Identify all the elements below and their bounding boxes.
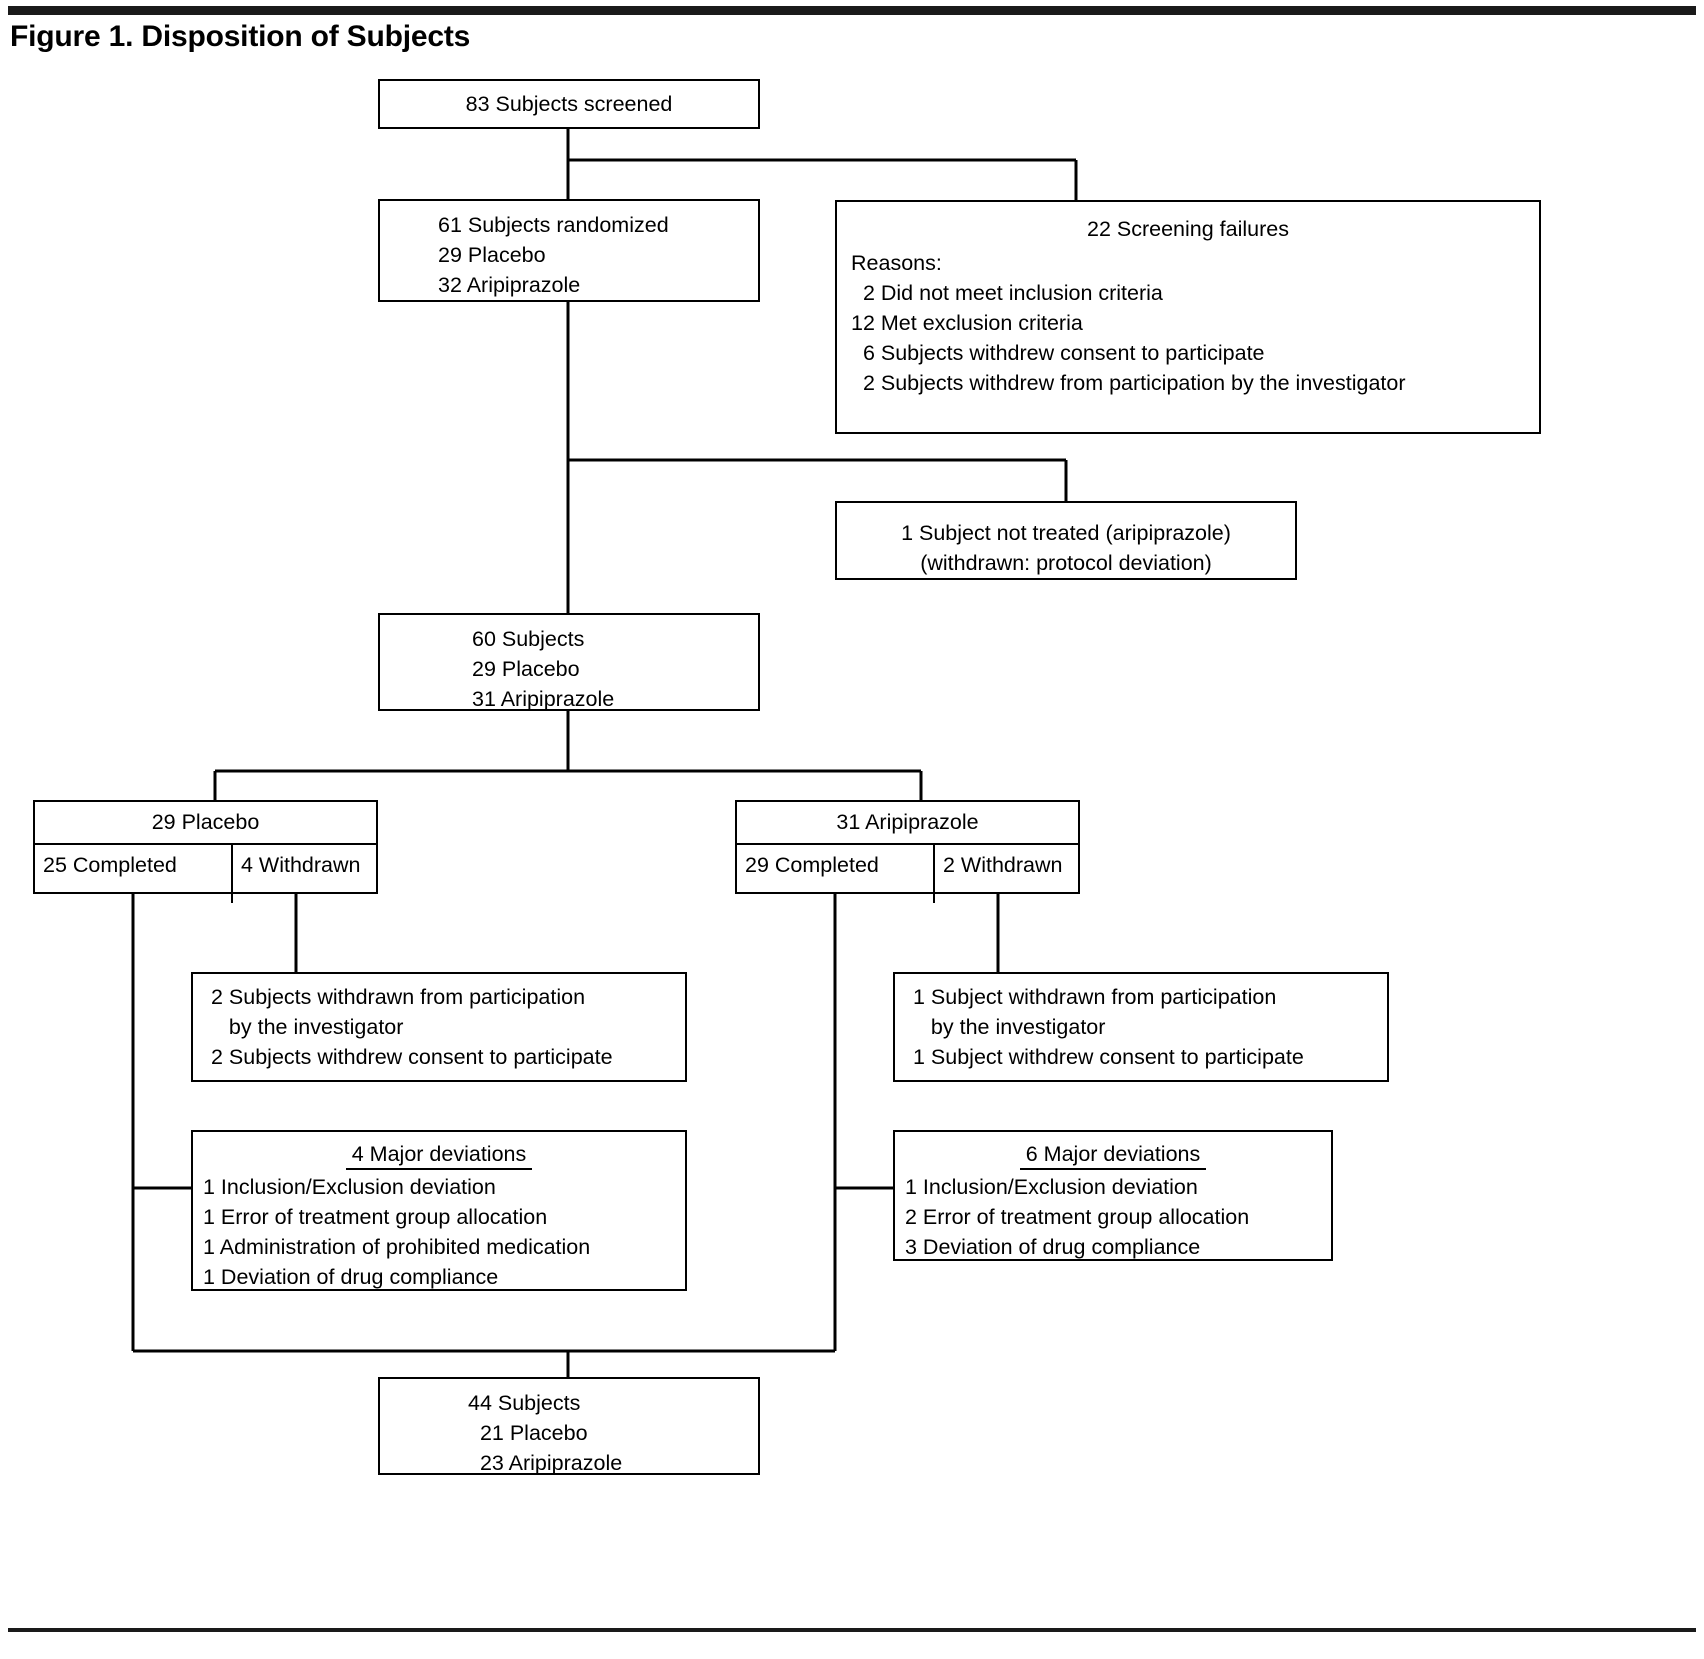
aripiprazole-completed-cell: 29 Completed — [737, 845, 933, 903]
box-aripiprazole-withdrawals: 1 Subject withdrawn from participation b… — [893, 972, 1389, 1082]
figure-title: Figure 1. Disposition of Subjects — [10, 20, 471, 53]
box-placebo-arm: 29 Placebo 25 Completed 4 Withdrawn — [33, 800, 378, 903]
randomized-placebo: 29 Placebo — [438, 243, 546, 267]
placebo-withdrawal-2: 2 Subjects withdrew consent to participa… — [211, 1045, 613, 1069]
aripiprazole-deviations-list: 1 Inclusion/Exclusion deviation 2 Error … — [895, 1170, 1331, 1268]
placebo-withdrawal-1: 2 Subjects withdrawn from participation — [211, 985, 586, 1009]
box-treated: 60 Subjects 29 Placebo 31 Aripiprazole — [378, 613, 760, 711]
screening-reason-4: 2 Subjects withdrew from participation b… — [851, 371, 1406, 395]
screening-reason-2: 12 Met exclusion criteria — [851, 311, 1083, 335]
placebo-deviation-item-4: 1 Deviation of drug compliance — [203, 1265, 499, 1289]
aripiprazole-withdrawal-1: 1 Subject withdrawn from participation — [913, 985, 1277, 1009]
placebo-withdrawn-label: 4 Withdrawn — [241, 853, 361, 877]
box-aripiprazole-arm: 31 Aripiprazole 29 Completed 2 Withdrawn — [735, 800, 1080, 903]
placebo-completed-cell: 25 Completed — [35, 845, 231, 903]
treated-aripiprazole: 31 Aripiprazole — [472, 687, 615, 711]
placebo-deviations-list: 1 Inclusion/Exclusion deviation 1 Error … — [193, 1170, 685, 1298]
aripiprazole-withdrawn-cell: 2 Withdrawn — [933, 845, 1078, 903]
treated-placebo: 29 Placebo — [472, 657, 580, 681]
aripiprazole-deviation-item-2: 2 Error of treatment group allocation — [905, 1205, 1250, 1229]
placebo-arm-body: 25 Completed 4 Withdrawn — [35, 845, 376, 903]
aripiprazole-withdrawn-label: 2 Withdrawn — [943, 853, 1063, 877]
placebo-withdrawal-1-cont: by the investigator — [211, 1015, 404, 1039]
screening-reasons-label: Reasons: — [851, 251, 942, 275]
bottom-rule — [8, 1628, 1696, 1632]
box-randomized: 61 Subjects randomized 29 Placebo 32 Ari… — [378, 199, 760, 302]
box-screening-failures: 22 Screening failures Reasons: 2 Did not… — [835, 200, 1541, 434]
aripiprazole-arm-body: 29 Completed 2 Withdrawn — [737, 845, 1078, 903]
randomized-aripiprazole: 32 Aripiprazole — [438, 273, 581, 297]
randomized-total: 61 Subjects randomized — [438, 213, 669, 237]
aripiprazole-deviations-heading: 6 Major deviations — [1019, 1142, 1207, 1170]
box-not-treated: 1 Subject not treated (aripiprazole) (wi… — [835, 501, 1297, 580]
treated-total: 60 Subjects — [472, 627, 585, 651]
placebo-withdrawn-cell: 4 Withdrawn — [231, 845, 376, 903]
box-placebo-deviations: 4 Major deviations 1 Inclusion/Exclusion… — [191, 1130, 687, 1291]
placebo-completed-label: 25 Completed — [43, 853, 177, 877]
screening-failures-heading: 22 Screening failures — [1087, 217, 1289, 241]
placebo-deviation-item-2: 1 Error of treatment group allocation — [203, 1205, 548, 1229]
aripiprazole-withdrawal-1-cont: by the investigator — [913, 1015, 1106, 1039]
placebo-deviations-heading-wrap: 4 Major deviations — [193, 1132, 685, 1170]
placebo-deviation-item-1: 1 Inclusion/Exclusion deviation — [203, 1175, 496, 1199]
placebo-deviations-heading: 4 Major deviations — [345, 1142, 533, 1170]
placebo-arm-header: 29 Placebo — [35, 802, 376, 845]
box-aripiprazole-deviations: 6 Major deviations 1 Inclusion/Exclusion… — [893, 1130, 1333, 1261]
screening-reason-1: 2 Did not meet inclusion criteria — [851, 281, 1163, 305]
not-treated-line-1: 1 Subject not treated (aripiprazole) — [901, 521, 1231, 545]
aripiprazole-deviation-item-1: 1 Inclusion/Exclusion deviation — [905, 1175, 1198, 1199]
final-total: 44 Subjects — [468, 1391, 581, 1415]
box-final: 44 Subjects 21 Placebo 23 Aripiprazole — [378, 1377, 760, 1475]
aripiprazole-deviation-item-3: 3 Deviation of drug compliance — [905, 1235, 1201, 1259]
aripiprazole-arm-header: 31 Aripiprazole — [737, 802, 1078, 845]
placebo-deviation-item-3: 1 Administration of prohibited medicatio… — [203, 1235, 591, 1259]
screened-label: 83 Subjects screened — [465, 92, 673, 116]
aripiprazole-withdrawal-2: 1 Subject withdrew consent to participat… — [913, 1045, 1304, 1069]
box-placebo-withdrawals: 2 Subjects withdrawn from participation … — [191, 972, 687, 1082]
aripiprazole-deviations-heading-wrap: 6 Major deviations — [895, 1132, 1331, 1170]
screening-reason-3: 6 Subjects withdrew consent to participa… — [851, 341, 1265, 365]
not-treated-line-2: (withdrawn: protocol deviation) — [920, 551, 1212, 575]
box-screened: 83 Subjects screened — [378, 79, 760, 129]
final-aripiprazole: 23 Aripiprazole — [468, 1451, 623, 1475]
aripiprazole-completed-label: 29 Completed — [745, 853, 879, 877]
top-rule — [8, 6, 1696, 15]
final-placebo: 21 Placebo — [468, 1421, 588, 1445]
